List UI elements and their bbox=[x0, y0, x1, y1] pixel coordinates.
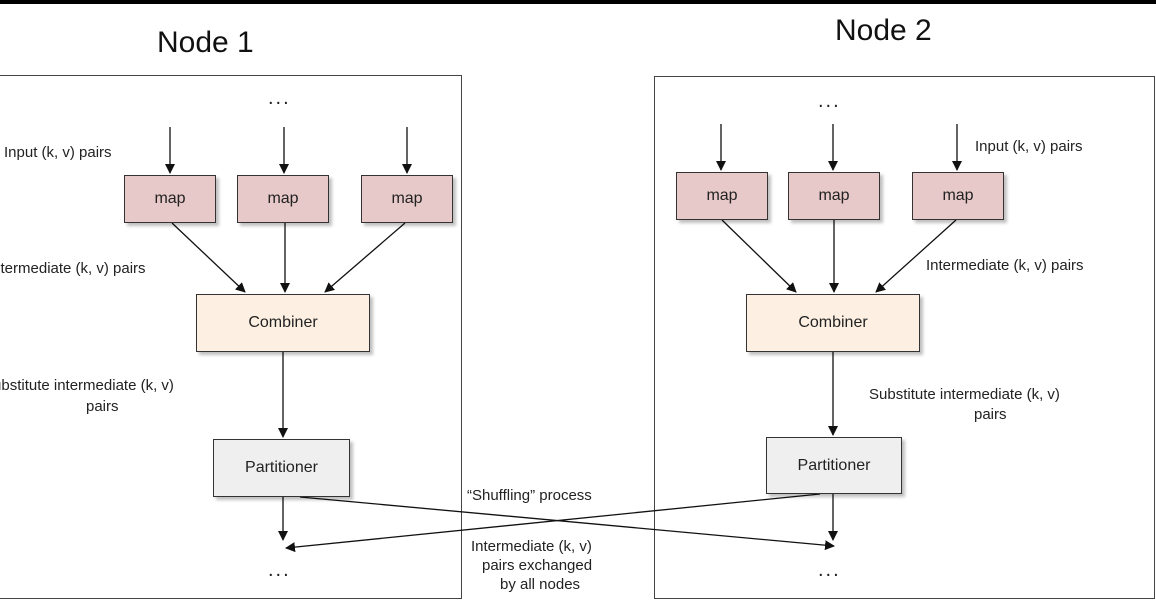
node2-map-label-3: map bbox=[942, 187, 974, 204]
node1-intermediate-label: Intermediate (k, v) pairs bbox=[0, 260, 146, 277]
node1-map-box-2: map bbox=[237, 175, 329, 223]
node1-title: Node 1 bbox=[157, 26, 254, 59]
node1-map-label-2: map bbox=[267, 190, 299, 207]
node1-partitioner-label: Partitioner bbox=[245, 459, 318, 476]
node2-map1-to-combiner bbox=[721, 219, 797, 293]
node2-title: Node 2 bbox=[835, 14, 932, 47]
node1-map-box-1: map bbox=[124, 175, 216, 223]
node2-substitute-label-line2: pairs bbox=[974, 406, 1007, 423]
node2-map-box-1: map bbox=[676, 172, 768, 220]
top-border bbox=[0, 0, 1156, 4]
node2-map-label-1: map bbox=[706, 187, 738, 204]
shuffle-node1-to-node2 bbox=[299, 496, 835, 551]
node1-substitute-label-line1: Substitute intermediate (k, v) bbox=[0, 377, 174, 394]
node1-map3-to-combiner bbox=[324, 222, 406, 293]
exchange-label-line2: pairs exchanged bbox=[482, 557, 593, 574]
node1-top-ellipsis: ... bbox=[268, 87, 291, 109]
node2-top-ellipsis: ... bbox=[818, 90, 841, 112]
node2-combiner-label: Combiner bbox=[798, 314, 868, 331]
node2-map-label-2: map bbox=[818, 187, 850, 204]
exchange-label-line3: by all nodes bbox=[500, 576, 581, 593]
node2-map3-to-combiner bbox=[875, 219, 957, 293]
shuffle-node2-to-node1 bbox=[285, 493, 821, 553]
node1-input-label: Input (k, v) pairs bbox=[4, 144, 112, 161]
node2-bottom-ellipsis: ... bbox=[818, 559, 841, 581]
node2-partitioner-label: Partitioner bbox=[797, 456, 871, 474]
node1-map-box-3: map bbox=[361, 175, 453, 223]
node1-combiner-label: Combiner bbox=[248, 314, 318, 331]
shuffling-process-label: “Shuffling” process bbox=[467, 487, 592, 504]
node2-map-box-2: map bbox=[788, 172, 880, 220]
node1-partitioner-box: Partitioner bbox=[213, 439, 350, 497]
node1-substitute-label-line2: pairs bbox=[86, 398, 119, 415]
node2-intermediate-label: Intermediate (k, v) pairs bbox=[926, 257, 1084, 274]
exchange-label-line1: Intermediate (k, v) bbox=[471, 538, 592, 555]
node1-bottom-ellipsis: ... bbox=[268, 559, 291, 581]
node2-input-label: Input (k, v) pairs bbox=[975, 138, 1083, 155]
node1-map-label-1: map bbox=[154, 190, 186, 207]
node2-map-box-3: map bbox=[912, 172, 1004, 220]
node1-map1-to-combiner bbox=[171, 222, 246, 293]
node1-combiner-box: Combiner bbox=[196, 294, 370, 352]
node2-combiner-box: Combiner bbox=[746, 294, 920, 352]
node2-substitute-label-line1: Substitute intermediate (k, v) bbox=[869, 386, 1060, 403]
node1-map-label-3: map bbox=[391, 190, 423, 207]
node2-partitioner-box: Partitioner bbox=[766, 437, 902, 494]
